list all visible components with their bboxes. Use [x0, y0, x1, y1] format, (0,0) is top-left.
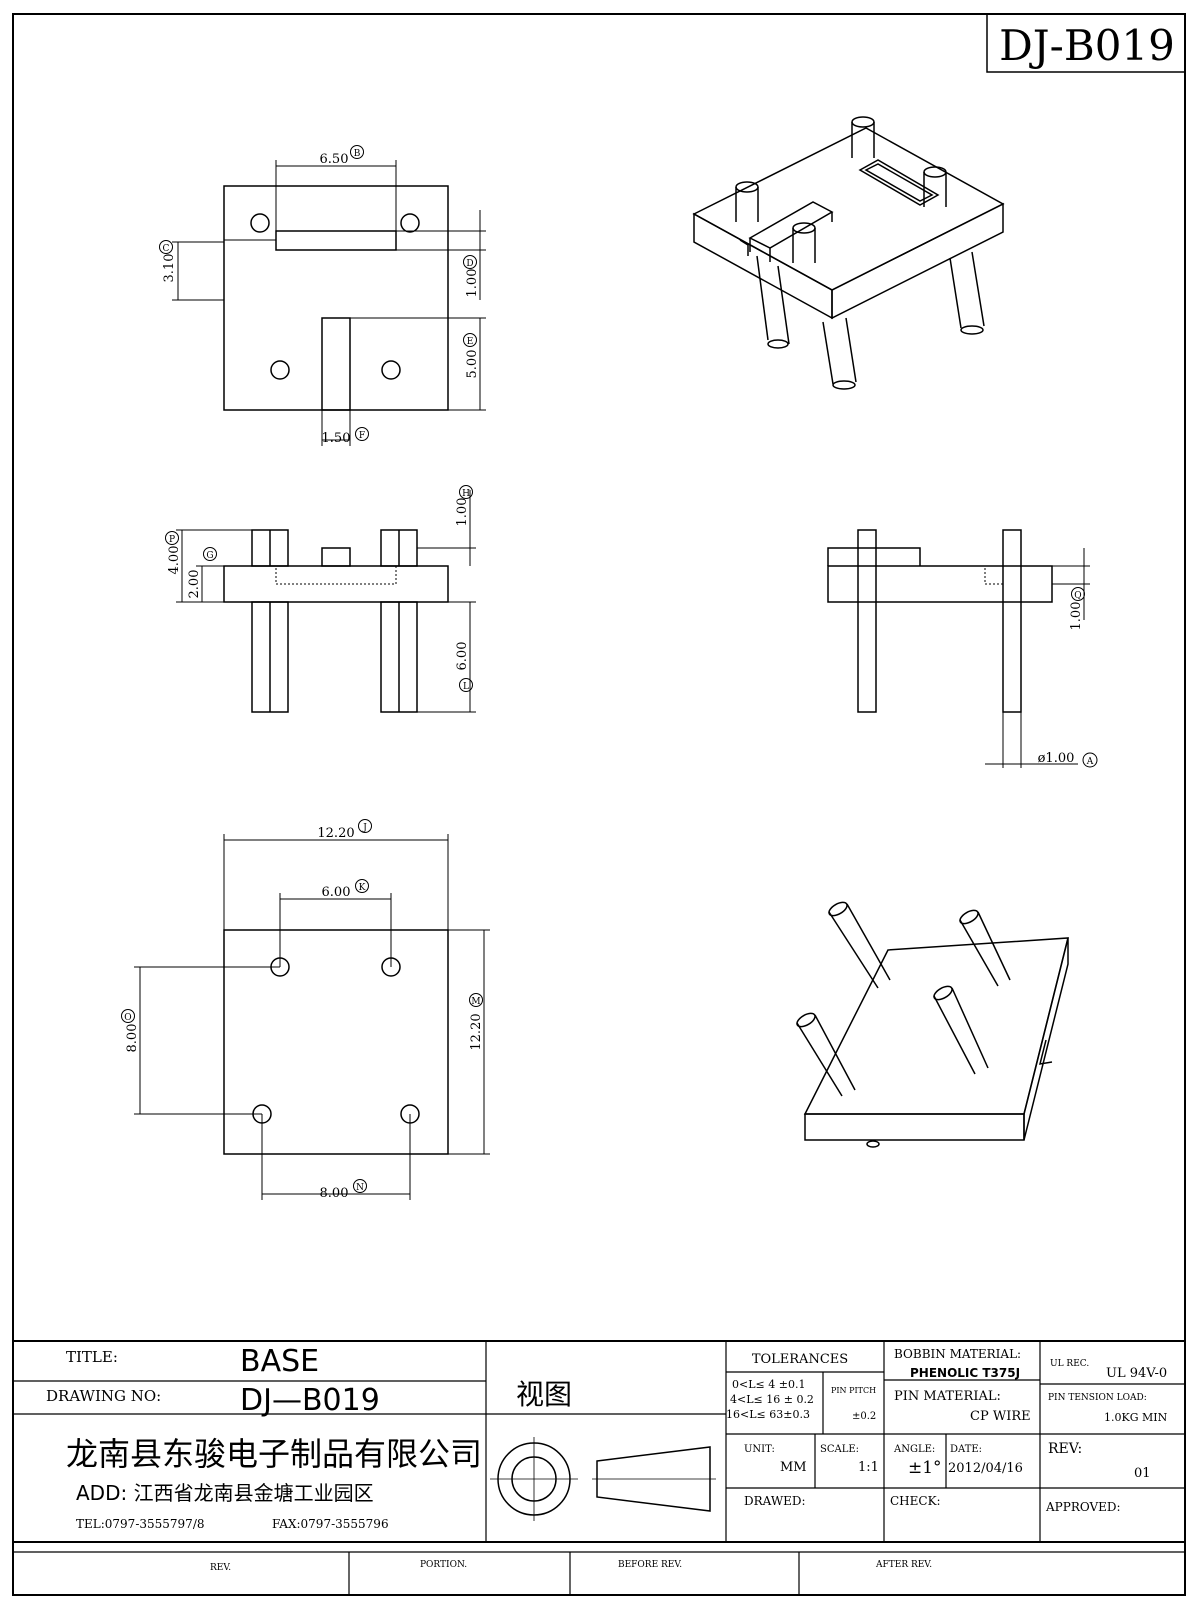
date-value: 2012/04/16	[948, 1461, 1023, 1476]
check-label: CHECK:	[890, 1494, 941, 1508]
pin-pitch-value: ±0.2	[852, 1411, 876, 1422]
dim-slot-depth: 1.00	[465, 269, 480, 298]
ul-rec-value: UL 94V-0	[1106, 1366, 1167, 1381]
iso-view-top	[692, 116, 1005, 390]
rev-label: REV:	[1048, 1441, 1082, 1457]
tag-pin-span-vertical: O	[124, 1013, 131, 1023]
dim-width: 12.20	[317, 826, 354, 841]
view-label: 视图	[516, 1378, 572, 1411]
tag-pin-pitch-bottom: N	[356, 1183, 364, 1193]
dim-pin-pitch-top: 6.00	[322, 885, 351, 900]
company-name: 龙南县东骏电子制品有限公司	[66, 1435, 482, 1473]
tag-slot-depth: D	[466, 259, 473, 269]
tag-base-thickness: G	[206, 551, 213, 561]
pin-tension-label: PIN TENSION LOAD:	[1048, 1393, 1147, 1403]
revision-portion: PORTION.	[420, 1560, 467, 1570]
dim-pin-length: 6.00	[455, 642, 470, 671]
tag-pin-pitch-top: K	[359, 883, 366, 893]
tag-boss-height: H	[462, 489, 470, 499]
angle-label: ANGLE:	[893, 1444, 935, 1455]
tolerance-1: 0<L≤ 4 ±0.1	[732, 1378, 805, 1391]
tag-pin-length: L	[463, 682, 469, 692]
drawing-number: DJ-B019	[999, 21, 1175, 70]
dim-step: 1.00	[1069, 602, 1084, 631]
drawing-number-box: DJ-B019	[986, 13, 1186, 73]
approved-label: APPROVED:	[1045, 1500, 1121, 1514]
dim-pin-span-vertical: 8.00	[125, 1024, 140, 1053]
pin-pitch-label: PIN PITCH	[831, 1386, 876, 1395]
unit-value: MM	[780, 1460, 807, 1475]
dim-total-height: 4.00	[167, 546, 182, 575]
dim-groove-width: 1.50	[322, 431, 351, 446]
bobbin-material-value: PHENOLIC T375J	[910, 1366, 1020, 1380]
dim-base-thickness: 2.00	[187, 570, 202, 599]
dim-pin-diameter: ø1.00	[1038, 751, 1075, 766]
tag-pin-diameter: A	[1086, 757, 1094, 767]
title-block-text: TITLE: BASE DRAWING NO: DJ—B019 龙南县东骏电子制…	[46, 1344, 1168, 1573]
dim-slot-width: 6.50	[320, 152, 349, 167]
pin-material-value: CP WIRE	[970, 1409, 1031, 1424]
dim-boss-height: 1.00	[455, 498, 470, 527]
pin-tension-value: 1.0KG MIN	[1104, 1411, 1168, 1424]
rev-value: 01	[1134, 1466, 1151, 1481]
title-block	[13, 1340, 1185, 1595]
company-fax: FAX:0797-3555796	[272, 1517, 389, 1531]
tag-step: Q	[1074, 591, 1081, 601]
drawing-no-value: DJ—B019	[240, 1383, 380, 1418]
company-tel: TEL:0797-3555797/8	[76, 1517, 205, 1531]
drawed-label: DRAWED:	[744, 1494, 806, 1508]
iso-view-bottom	[796, 901, 1069, 1148]
unit-label: UNIT:	[744, 1444, 775, 1455]
tolerance-2: 4<L≤ 16 ± 0.2	[730, 1393, 814, 1406]
top-view: 6.50 B 3.10 C 1.00 D 5.00 E 1.50 F	[159, 145, 486, 446]
company-address: ADD: 江西省龙南县金塘工业园区	[76, 1481, 374, 1505]
dim-depth: 12.20	[469, 1013, 484, 1050]
title-value: BASE	[240, 1344, 319, 1379]
pin-material-label: PIN MATERIAL:	[894, 1389, 1001, 1404]
dim-groove-length: 5.00	[465, 350, 480, 379]
side-view: 1.00 Q ø1.00 A	[827, 529, 1098, 768]
title-label: TITLE:	[66, 1348, 118, 1366]
date-label: DATE:	[950, 1444, 982, 1455]
scale-label: SCALE:	[820, 1444, 859, 1455]
tolerances-label: TOLERANCES	[752, 1352, 848, 1367]
sheet-border	[12, 13, 1186, 1596]
bobbin-material-label: BOBBIN MATERIAL:	[894, 1347, 1021, 1361]
tag-total-height: P	[169, 535, 175, 545]
dim-slot-offset: 3.10	[162, 254, 177, 283]
angle-value: ±1°	[908, 1458, 942, 1478]
ul-rec-label: UL REC.	[1050, 1359, 1089, 1369]
front-view: 1.00 H 4.00 P 2.00 G 6.00 L	[165, 485, 476, 713]
tag-depth: M	[471, 997, 480, 1007]
revision-after: AFTER REV.	[875, 1560, 932, 1570]
tag-slot-offset: C	[163, 244, 170, 254]
revision-before: BEFORE REV.	[618, 1560, 682, 1570]
dim-pin-pitch-bottom: 8.00	[320, 1186, 349, 1201]
tag-groove-length: E	[467, 337, 474, 347]
drawing-no-label: DRAWING NO:	[46, 1387, 161, 1405]
projection-symbol	[490, 1437, 716, 1521]
bottom-view: 12.20 J 6.00 K 12.20 M 8.00 O 8.00 N	[121, 819, 490, 1201]
tolerance-3: 16<L≤ 63±0.3	[726, 1408, 810, 1421]
scale-value: 1:1	[858, 1460, 879, 1475]
revision-rev: REV.	[210, 1563, 231, 1573]
tag-width: J	[362, 823, 367, 833]
tag-slot-width: B	[354, 149, 361, 159]
tag-groove-width: F	[359, 431, 365, 441]
